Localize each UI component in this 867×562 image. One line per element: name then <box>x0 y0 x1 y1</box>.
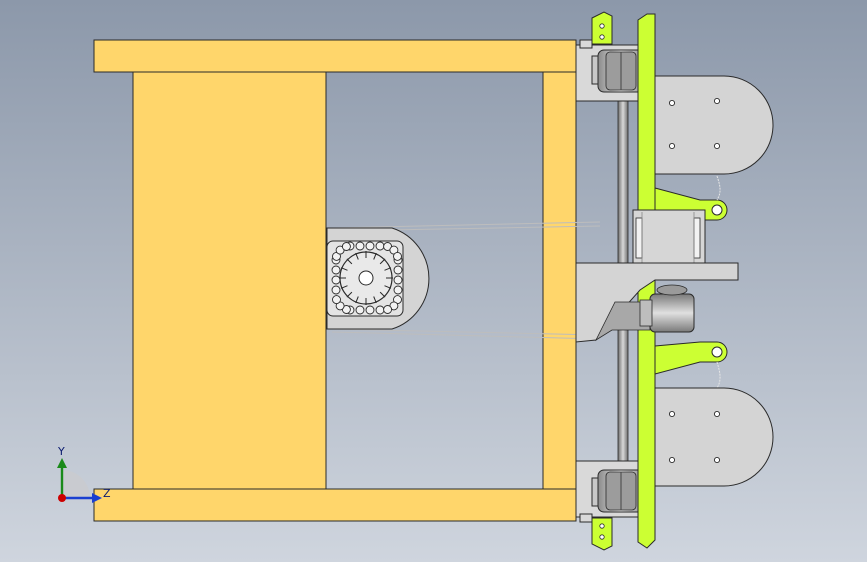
sprocket-tooth <box>373 296 377 304</box>
chain-roller <box>355 305 365 315</box>
sprocket-tooth <box>373 252 377 260</box>
sprocket-tooth <box>379 291 386 298</box>
sprocket-tooth <box>340 267 348 271</box>
chain-roller <box>393 265 403 275</box>
z-axis-label: Z <box>103 487 111 500</box>
sprocket-tooth <box>384 267 392 271</box>
chain-roller <box>393 285 403 295</box>
chain-roller <box>341 242 351 251</box>
chain-roller <box>331 285 341 295</box>
chain-roller <box>365 305 375 315</box>
central-hub[interactable] <box>632 209 706 267</box>
upper-gray-plate[interactable] <box>649 75 774 175</box>
frame-right-post <box>542 71 577 490</box>
chain-roller <box>375 241 385 251</box>
chain-roller <box>365 241 375 251</box>
chain-roller <box>331 265 341 275</box>
sprocket-tooth <box>346 291 353 298</box>
chain-roller <box>393 251 402 261</box>
sprocket-teeth <box>339 251 393 305</box>
chain-roller <box>355 241 365 251</box>
sprocket-tooth <box>355 296 359 304</box>
upper-small-bracket[interactable] <box>591 11 613 45</box>
sprocket-housing[interactable] <box>326 227 430 330</box>
z-axis-arrow <box>92 493 102 503</box>
cross-arm[interactable] <box>575 262 739 343</box>
lower-gray-plate[interactable] <box>649 387 774 487</box>
y-axis-label: Y <box>57 445 65 458</box>
wire-ropes <box>716 175 721 389</box>
hub-body <box>632 209 706 267</box>
coordinate-triad[interactable]: Y Z <box>57 445 111 503</box>
frame-left-panel <box>132 71 327 490</box>
chain-link-ring <box>331 241 403 315</box>
sprocket-tooth <box>340 285 348 289</box>
chain-roller <box>393 275 403 285</box>
sprocket-tooth <box>379 258 386 265</box>
lower-small-bracket[interactable] <box>591 517 613 551</box>
chain-roller <box>383 305 393 314</box>
yellow-frame[interactable] <box>93 39 577 522</box>
chain-roller <box>375 305 385 315</box>
sprocket-bore <box>358 270 374 286</box>
x-axis-dot <box>58 494 66 502</box>
lower-hub-pulley[interactable] <box>639 284 695 333</box>
sprocket-tooth <box>384 285 392 289</box>
frame-bottom-rail <box>93 488 577 522</box>
sprocket-tooth <box>355 252 359 260</box>
sprocket-tooth <box>346 258 353 265</box>
triad-quadrant <box>62 470 90 498</box>
frame-top-rail <box>93 39 577 73</box>
y-axis-arrow <box>57 458 67 468</box>
chain-roller <box>332 295 341 305</box>
chain-roller <box>331 275 341 285</box>
